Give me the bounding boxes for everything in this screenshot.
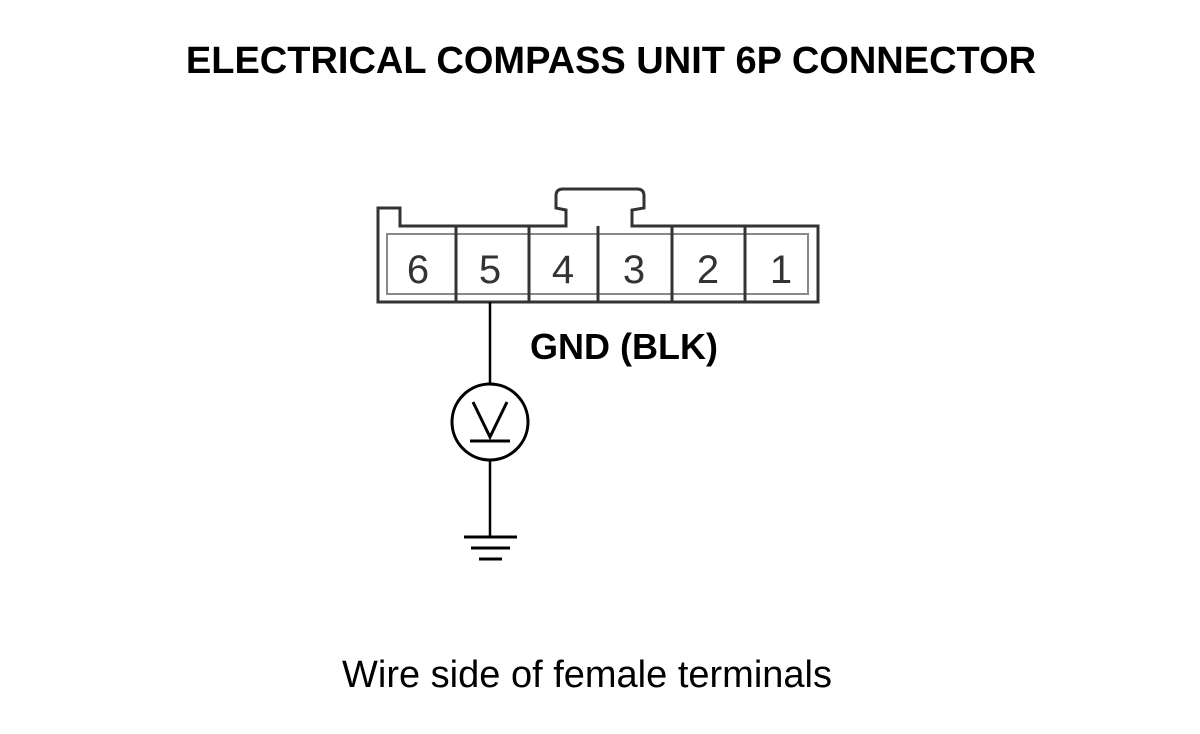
pin-label-1: 1 [770,248,792,292]
connector-6p: 6 5 4 3 2 1 [376,187,820,304]
pin-label-4: 4 [552,248,574,292]
pin-label-6: 6 [407,248,429,292]
diagram-title: ELECTRICAL COMPASS UNIT 6P CONNECTOR [186,40,1036,82]
pin-label-3: 3 [623,248,645,292]
ground-icon [464,535,517,561]
voltmeter-icon [450,382,530,462]
terminal-label: GND (BLK) [530,326,718,367]
pin-label-5: 5 [479,248,501,292]
diagram-caption: Wire side of female terminals [342,654,832,696]
pin-label-2: 2 [697,248,719,292]
connector-outline [376,187,820,304]
